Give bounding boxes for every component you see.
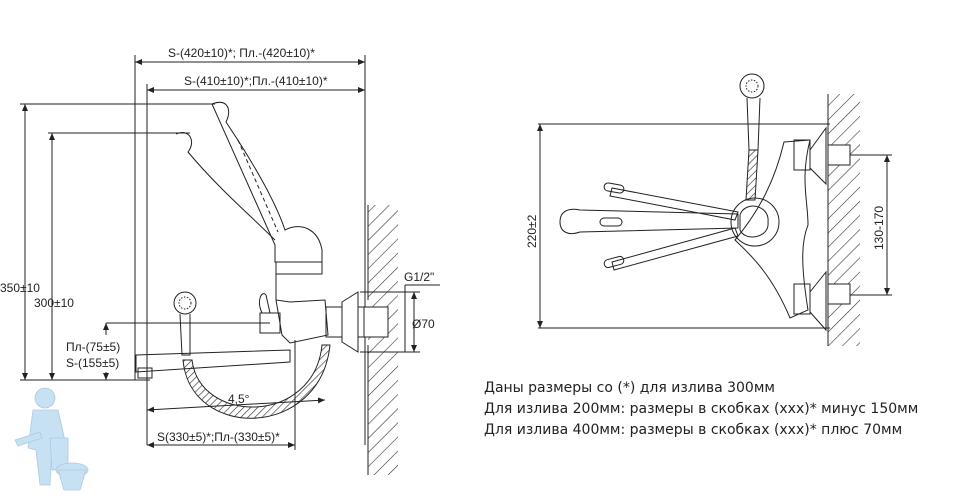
label-dim-height-outer: 350±10 <box>0 281 40 295</box>
wall-flange <box>341 291 359 353</box>
diverter-knob <box>259 293 271 314</box>
spout <box>135 349 291 373</box>
eccentric-nut-top <box>793 139 811 171</box>
wall-pipe-bottom <box>827 283 851 305</box>
note-line: Даны размеры со (*) для излива 300мм <box>484 380 775 396</box>
mixer-cartridge <box>275 261 323 275</box>
side-view-labels: S-(420±10)*; Пл.-(420±10)* S-(410±10)*;П… <box>0 46 435 444</box>
label-dim-diameter: Ø70 <box>412 317 435 331</box>
label-dim-bottom: S(330±5)*;Пл-(330±5)* <box>157 430 280 444</box>
lever-centerline <box>237 139 279 233</box>
eccentric-nut <box>325 306 343 338</box>
lever-lowered <box>175 132 276 241</box>
lever-down <box>611 227 739 271</box>
shower-hose <box>182 344 331 419</box>
label-dim-spout-pl: Пл-(75±5) <box>66 340 120 354</box>
wall-hatch <box>828 94 860 346</box>
shower-hose <box>745 149 759 201</box>
flange-bottom <box>809 270 827 332</box>
lever-hub <box>739 205 769 238</box>
wall-pipe-top <box>827 144 851 166</box>
shower-head <box>739 73 765 99</box>
lever-tip-down <box>603 255 625 269</box>
shower-head-nozzles <box>178 296 192 310</box>
lever-up <box>609 187 739 221</box>
mixer-body <box>275 274 329 344</box>
wall-pipe <box>363 306 389 338</box>
label-dim-angle: 4,5° <box>228 392 250 406</box>
mixer-body <box>734 139 811 319</box>
label-dim-top-outer: S-(420±10)*; Пл.-(420±10)* <box>168 46 315 60</box>
notes-block: Даны размеры со (*) для излива 300мм Для… <box>484 378 918 441</box>
shower-head <box>173 291 197 315</box>
wall-hatch <box>368 205 398 475</box>
lever-raised <box>211 102 323 263</box>
shower-handle <box>179 313 191 356</box>
flange-top <box>809 126 827 186</box>
label-dim-spout-s: S-(155±5) <box>66 356 119 370</box>
label-dim-top-inner: S-(410±10)*;Пл.-(410±10)* <box>184 74 328 88</box>
shower-head-nozzles <box>745 79 759 93</box>
label-dim-thread: G1/2" <box>404 270 434 284</box>
lever-tip-up <box>603 182 625 194</box>
label-dim-height: 220±2 <box>525 214 539 248</box>
label-dim-height-inner: 300±10 <box>34 296 74 310</box>
note-line: Для излива 400мм: размеры в скобках (xxx… <box>484 422 903 438</box>
top-view <box>537 73 892 346</box>
side-view <box>20 55 440 475</box>
plumber-mascot-icon <box>14 387 89 491</box>
lever-center <box>559 208 739 235</box>
aerator <box>137 367 153 379</box>
top-view-labels: 220±2 130-170 <box>525 206 886 250</box>
lever-tip-center <box>599 217 623 227</box>
note-line: Для излива 200мм: размеры в скобках (xxx… <box>484 401 919 417</box>
label-dim-spacing: 130-170 <box>872 206 886 250</box>
cartridge-housing <box>730 197 780 247</box>
